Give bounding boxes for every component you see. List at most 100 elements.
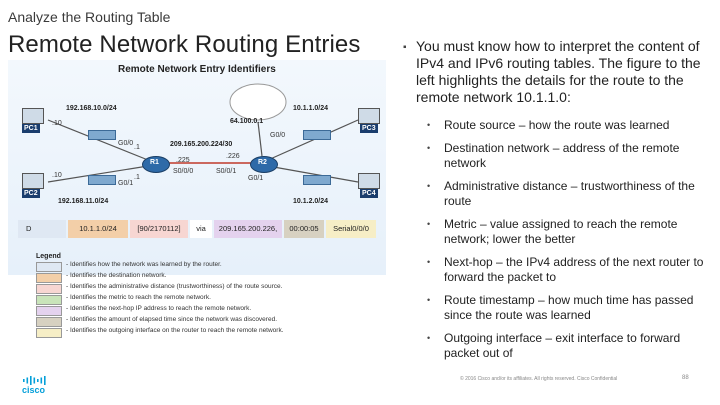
- slide-title: Remote Network Routing Entries: [8, 31, 361, 58]
- route-source-cell: D: [18, 220, 66, 238]
- figure-title: Remote Network Entry Identifiers: [118, 64, 276, 75]
- list-item: • Destination network – address of the re…: [427, 141, 713, 172]
- list-item: • Route timestamp – how much time has pas…: [427, 293, 713, 324]
- bullet-dot-icon: •: [427, 120, 431, 130]
- list-item: • Route source – how the route was learne…: [427, 118, 713, 134]
- legend-swatch: [36, 317, 62, 327]
- legend-text: - Identifies the amount of elapsed time …: [66, 316, 277, 323]
- list-item: • Outgoing interface – exit interface to …: [427, 331, 713, 362]
- list-item: •Administrative distance – trustworthine…: [427, 179, 713, 210]
- network-label-4: 10.1.2.0/24: [293, 198, 329, 205]
- route-via-cell: via: [190, 220, 212, 238]
- network-label-2: 10.1.1.0/24: [293, 105, 329, 112]
- bullet-dot-icon: •: [427, 180, 431, 191]
- link-r2-pc3: [267, 119, 359, 161]
- pc2-icon: [22, 173, 44, 189]
- section-supertitle: Analyze the Routing Table: [8, 9, 171, 25]
- router-r2-icon: [250, 156, 278, 173]
- port-dot10-a: .10: [52, 120, 62, 127]
- legend-item: - Identifies the outgoing interface on t…: [36, 327, 284, 338]
- bullet-dot-icon: •: [427, 294, 431, 305]
- port-r2-s001: S0/0/1: [216, 168, 237, 175]
- port-dot1-a: .1: [134, 144, 140, 151]
- switch-icon-3: [303, 130, 331, 140]
- pc4-icon: [358, 173, 380, 189]
- intro-text: You must know how to interpret the conte…: [416, 38, 701, 105]
- bullet-dot-icon: •: [427, 256, 431, 267]
- bullet-dot-icon: •: [427, 142, 431, 153]
- port-dot1-b: .1: [134, 174, 140, 181]
- route-interface-cell: Serial0/0/0: [326, 220, 376, 238]
- page-number: 88: [682, 375, 689, 381]
- network-label-3: 192.168.11.0/24: [58, 198, 109, 205]
- pc1-label: PC1: [22, 124, 40, 133]
- route-ad-metric-cell: [90/2170112]: [130, 220, 188, 238]
- link-r2-cloud: [257, 121, 263, 157]
- port-r1-g00: G0/0: [118, 140, 134, 147]
- network-figure: Remote Network Entry Identifiers PC1 PC2…: [8, 60, 386, 372]
- route-destination-cell: 10.1.1.0/24: [68, 220, 128, 238]
- legend-text: - Identifies the destination network.: [66, 272, 167, 279]
- port-r2-g00: G0/0: [270, 132, 286, 139]
- list-item-text: Next-hop – the IPv4 address of the next …: [444, 254, 704, 285]
- pc1-icon: [22, 108, 44, 124]
- list-item: •Metric – value assigned to reach the re…: [427, 217, 713, 248]
- legend-swatch: [36, 328, 62, 338]
- legend-swatch: [36, 273, 62, 283]
- topology-links: [47, 83, 359, 183]
- network-label-5: 64.100.0.1: [230, 118, 264, 125]
- legend-item: - Identifies the metric to reach the rem…: [36, 294, 211, 305]
- pc4-label: PC4: [360, 189, 378, 198]
- legend-text: - Identifies the metric to reach the rem…: [66, 294, 211, 301]
- cisco-bars-icon: [23, 376, 46, 385]
- switch-icon-4: [303, 175, 331, 185]
- router-r1-label: R1: [150, 159, 159, 166]
- legend-title: Legend: [36, 253, 61, 260]
- cisco-wordmark: cisco: [22, 385, 46, 395]
- legend-item: - Identifies the next-hop IP address to …: [36, 305, 251, 316]
- route-timestamp-cell: 00:00:05: [284, 220, 324, 238]
- legend: Legend - Identifies how the network was …: [36, 253, 284, 338]
- port-r1-s000: S0/0/0: [173, 168, 194, 175]
- sub-bullet-list: • Route source – how the route was learne…: [403, 118, 713, 362]
- legend-swatch: [36, 306, 62, 316]
- link-r2-pc4: [267, 165, 359, 183]
- legend-item: - Identifies the administrative distance…: [36, 283, 282, 294]
- route-next-hop-cell: 209.165.200.226,: [214, 220, 282, 238]
- bullet-dot-icon: •: [427, 218, 431, 229]
- legend-text: - Identifies the outgoing interface on t…: [66, 327, 284, 334]
- router-r1-icon: [142, 156, 170, 173]
- topology-background: [8, 60, 386, 275]
- pc3-icon: [358, 108, 380, 124]
- link-pc2-r1: [47, 165, 149, 183]
- bullet-dot-icon: •: [427, 332, 431, 343]
- list-item-text: Destination network – address of the rem…: [444, 140, 680, 171]
- switch-icon-1: [88, 130, 116, 140]
- bullet-square-icon: ▪: [403, 42, 407, 53]
- legend-item: - Identifies the destination network.: [36, 272, 166, 283]
- intro-bullet: ▪ You must know how to interpret the con…: [403, 38, 713, 106]
- legend-swatch: [36, 295, 62, 305]
- routing-table-entry: D 10.1.1.0/24 [90/2170112] via 209.165.2…: [18, 220, 376, 238]
- switch-icon-2: [88, 175, 116, 185]
- legend-swatch: [36, 262, 62, 272]
- legend-item: - Identifies the amount of elapsed time …: [36, 316, 277, 327]
- port-dot10-b: .10: [52, 172, 62, 179]
- legend-text: - Identifies the administrative distance…: [66, 283, 283, 290]
- router-r2-label: R2: [258, 159, 267, 166]
- legend-swatch: [36, 284, 62, 294]
- content-bullets: ▪ You must know how to interpret the con…: [403, 38, 713, 369]
- list-item-text: Outgoing interface – exit interface to f…: [444, 330, 681, 361]
- internet-cloud: [229, 83, 287, 121]
- network-label-6: 209.165.200.224/30: [170, 141, 233, 148]
- legend-item: - Identifies how the network was learned…: [36, 261, 222, 272]
- legend-text: - Identifies how the network was learned…: [66, 261, 222, 268]
- port-dot225: .225: [176, 157, 190, 164]
- pc2-label: PC2: [22, 189, 40, 198]
- legend-text: - Identifies the next-hop IP address to …: [66, 305, 252, 312]
- list-item: • Next-hop – the IPv4 address of the next…: [427, 255, 713, 286]
- list-item-text: Route timestamp – how much time has pass…: [444, 292, 694, 323]
- list-item-text: Route source – how the route was learned: [444, 118, 670, 132]
- port-r1-g01: G0/1: [118, 180, 134, 187]
- network-label-1: 192.168.10.0/24: [66, 105, 117, 112]
